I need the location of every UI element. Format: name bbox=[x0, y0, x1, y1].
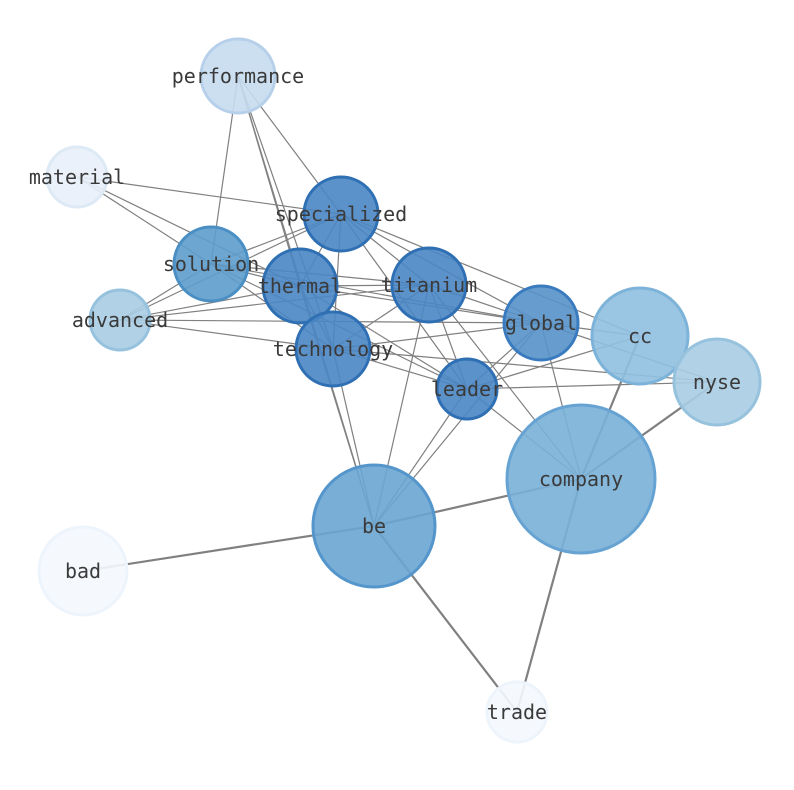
node-label-performance: performance bbox=[172, 64, 304, 88]
node-trade: trade bbox=[485, 680, 549, 744]
node-circle-titanium bbox=[390, 246, 468, 324]
node-circle-be bbox=[311, 463, 437, 589]
node-nyse: nyse bbox=[672, 337, 762, 427]
node-circle-advanced bbox=[88, 288, 152, 352]
node-circle-nyse bbox=[672, 337, 762, 427]
node-label-global: global bbox=[505, 311, 577, 335]
edge-specialized-cc bbox=[340, 213, 641, 337]
node-label-material: material bbox=[29, 165, 125, 189]
edge-material-thermal bbox=[76, 176, 301, 287]
node-circle-cc bbox=[590, 286, 690, 386]
node-circle-leader bbox=[435, 357, 499, 421]
node-label-company: company bbox=[539, 467, 623, 491]
node-label-bad: bad bbox=[65, 559, 101, 583]
node-specialized: specialized bbox=[275, 175, 407, 253]
node-circle-global bbox=[502, 284, 580, 362]
node-label-leader: leader bbox=[431, 377, 503, 401]
node-bad: bad bbox=[37, 525, 129, 617]
node-leader: leader bbox=[431, 357, 503, 421]
node-cc: cc bbox=[590, 286, 690, 386]
node-circle-solution bbox=[172, 225, 250, 303]
node-material: material bbox=[29, 145, 125, 209]
node-label-thermal: thermal bbox=[258, 274, 342, 298]
node-label-specialized: specialized bbox=[275, 202, 407, 226]
node-label-cc: cc bbox=[628, 324, 652, 348]
node-label-be: be bbox=[362, 514, 386, 538]
node-label-solution: solution bbox=[163, 252, 259, 276]
node-global: global bbox=[502, 284, 580, 362]
node-circle-company bbox=[505, 403, 657, 555]
node-be: be bbox=[311, 463, 437, 589]
node-circle-specialized bbox=[302, 175, 380, 253]
node-company: company bbox=[505, 403, 657, 555]
edge-material-specialized bbox=[76, 176, 342, 215]
node-label-technology: technology bbox=[273, 337, 393, 361]
node-circle-trade bbox=[485, 680, 549, 744]
node-layer: performance material specialized solutionth… bbox=[29, 37, 762, 744]
node-label-nyse: nyse bbox=[693, 370, 741, 394]
node-circle-thermal bbox=[261, 247, 339, 325]
node-thermal: thermal bbox=[258, 247, 342, 325]
node-circle-performance bbox=[199, 37, 277, 115]
node-circle-technology bbox=[294, 310, 372, 388]
node-label-trade: trade bbox=[487, 700, 547, 724]
node-titanium: titanium bbox=[381, 246, 477, 324]
edge-layer bbox=[76, 75, 718, 713]
node-technology: technology bbox=[273, 310, 393, 388]
node-label-advanced: advanced bbox=[72, 308, 168, 332]
node-circle-bad bbox=[37, 525, 129, 617]
node-circle-material bbox=[45, 145, 109, 209]
node-solution: solution bbox=[163, 225, 259, 303]
node-performance: performance bbox=[172, 37, 304, 115]
node-advanced: advanced bbox=[72, 288, 168, 352]
node-label-titanium: titanium bbox=[381, 273, 477, 297]
